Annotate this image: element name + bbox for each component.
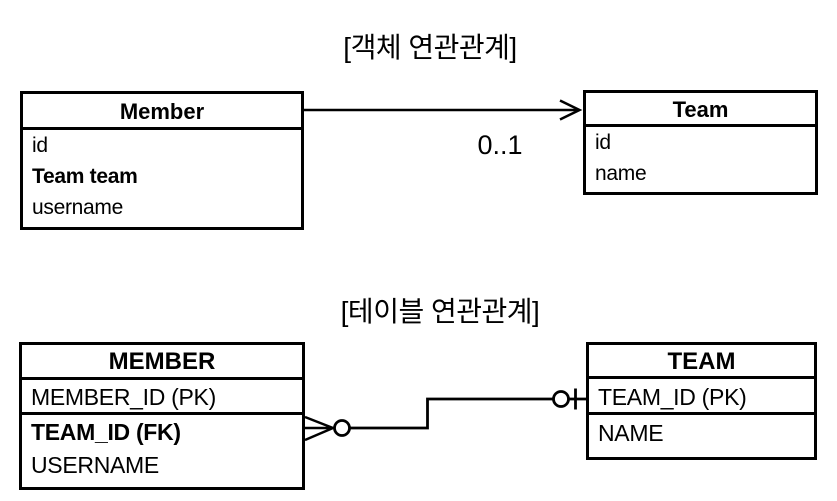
multiplicity-label: 0..1	[477, 130, 523, 160]
team-table-box: TEAM TEAM_ID (PK) NAME	[586, 342, 817, 460]
member-table-col-member-id: MEMBER_ID (PK)	[22, 380, 302, 415]
member-field-team: Team team	[32, 165, 138, 188]
association-arrow	[304, 99, 583, 121]
member-table-col-team-id: TEAM_ID (FK)	[31, 419, 181, 445]
open-arrowhead-icon	[559, 99, 583, 121]
member-class-box: Member id Team team username	[20, 91, 304, 230]
member-table-box: MEMBER MEMBER_ID (PK) TEAM_ID (FK) USERN…	[19, 342, 305, 490]
team-table-title: TEAM	[589, 345, 814, 379]
relationship-elbow-line	[349, 397, 586, 430]
team-table-col-team-id: TEAM_ID (PK)	[589, 379, 814, 415]
team-field-id: id	[595, 131, 611, 154]
member-table-col-username: USERNAME	[31, 452, 159, 478]
team-class-box: Team id name	[583, 90, 818, 195]
optional-circle-team-icon	[552, 390, 570, 408]
member-field-id: id	[32, 134, 48, 157]
table-relationship-line	[304, 388, 586, 442]
team-field-name: name	[595, 162, 647, 185]
team-class-title: Team	[586, 93, 815, 127]
member-class-title: Member	[23, 94, 301, 130]
optional-circle-member-icon	[333, 419, 351, 437]
crows-foot-many-icon	[304, 415, 335, 442]
table-association-title: [테이블 연관관계]	[340, 296, 540, 327]
member-table-cell: TEAM_ID (FK) USERNAME	[22, 415, 302, 481]
member-table-title: MEMBER	[22, 345, 302, 380]
member-field-username: username	[32, 196, 123, 219]
team-table-col-name: NAME	[598, 420, 664, 446]
object-association-title: [객체 연관관계]	[343, 32, 517, 63]
